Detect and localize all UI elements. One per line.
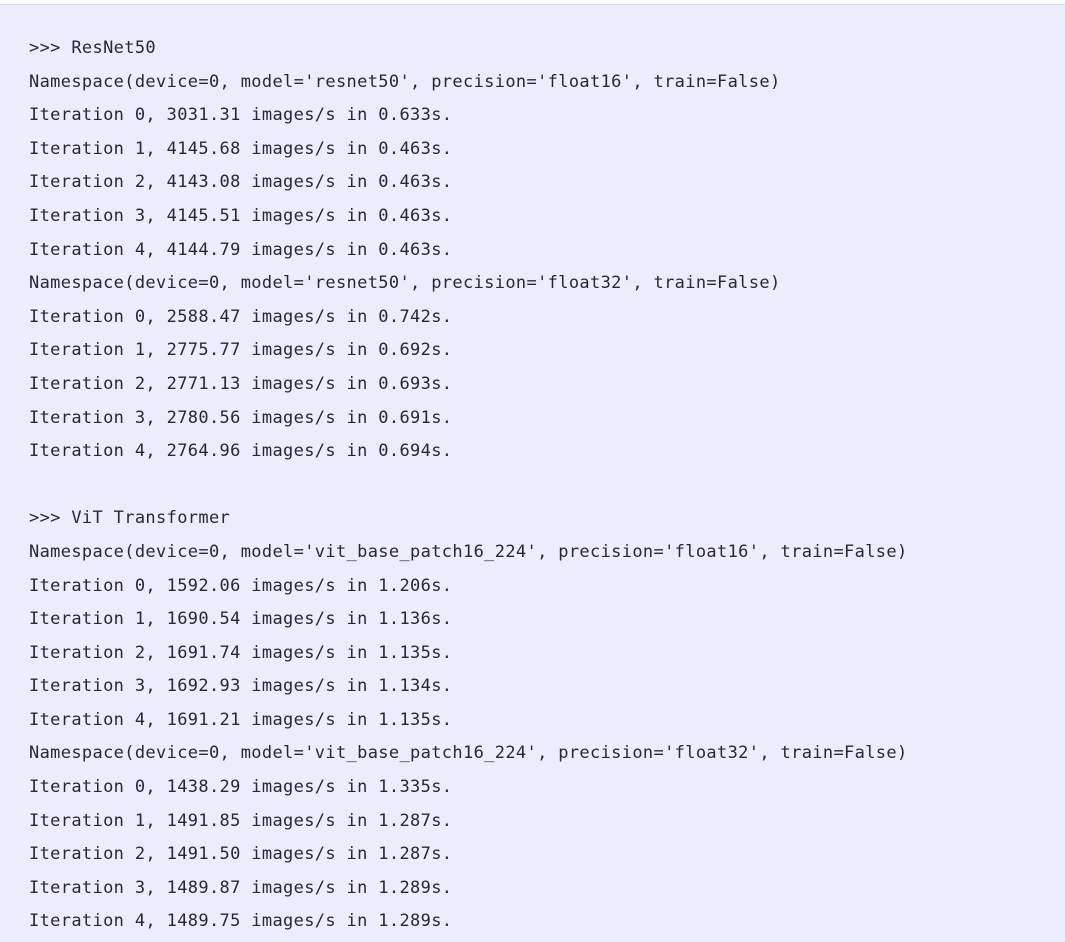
code-line: Iteration 0, 1438.29 images/s in 1.335s. (29, 777, 453, 798)
code-line: Iteration 3, 2780.56 images/s in 0.691s. (29, 407, 453, 428)
code-line: >>> ResNet50 (29, 38, 157, 58)
code-line: Iteration 2, 1691.74 images/s in 1.135s. (29, 642, 453, 663)
code-line: Iteration 4, 1691.21 images/s in 1.135s. (29, 709, 453, 730)
code-line: Iteration 4, 2764.96 images/s in 0.694s. (29, 441, 453, 462)
code-line: >>> ViT Transformer (29, 508, 231, 529)
code-line: Namespace(device=0, model='resnet50', pr… (29, 71, 781, 92)
code-line: Iteration 1, 1690.54 images/s in 1.136s. (29, 609, 453, 630)
code-line: Iteration 3, 1489.87 images/s in 1.289s. (29, 877, 453, 898)
code-line: Iteration 4, 4144.79 images/s in 0.463s. (29, 239, 453, 260)
code-output-block: >>> ResNet50 Namespace(device=0, model='… (0, 4, 1065, 942)
code-line: Iteration 1, 4145.68 images/s in 0.463s. (29, 138, 453, 159)
code-line: Iteration 0, 1592.06 images/s in 1.206s. (29, 575, 453, 596)
code-line: Iteration 4, 1489.75 images/s in 1.289s. (29, 911, 453, 932)
code-line: Iteration 3, 1692.93 images/s in 1.134s. (29, 676, 453, 697)
code-line: Namespace(device=0, model='vit_base_patc… (29, 743, 908, 764)
code-line: Iteration 1, 1491.85 images/s in 1.287s. (29, 810, 453, 831)
code-line: Iteration 1, 2775.77 images/s in 0.692s. (29, 340, 453, 361)
code-line: Iteration 2, 1491.50 images/s in 1.287s. (29, 844, 453, 865)
code-line: Iteration 2, 4143.08 images/s in 0.463s. (29, 172, 453, 193)
code-line-blank (29, 469, 1065, 503)
code-line: Iteration 0, 3031.31 images/s in 0.633s. (29, 105, 453, 126)
code-line: Iteration 3, 4145.51 images/s in 0.463s. (29, 205, 453, 226)
code-line: Namespace(device=0, model='resnet50', pr… (29, 273, 781, 294)
code-line: Namespace(device=0, model='vit_base_patc… (29, 541, 908, 562)
code-line: Iteration 2, 2771.13 images/s in 0.693s. (29, 373, 453, 394)
code-line: Iteration 0, 2588.47 images/s in 0.742s. (29, 306, 453, 327)
